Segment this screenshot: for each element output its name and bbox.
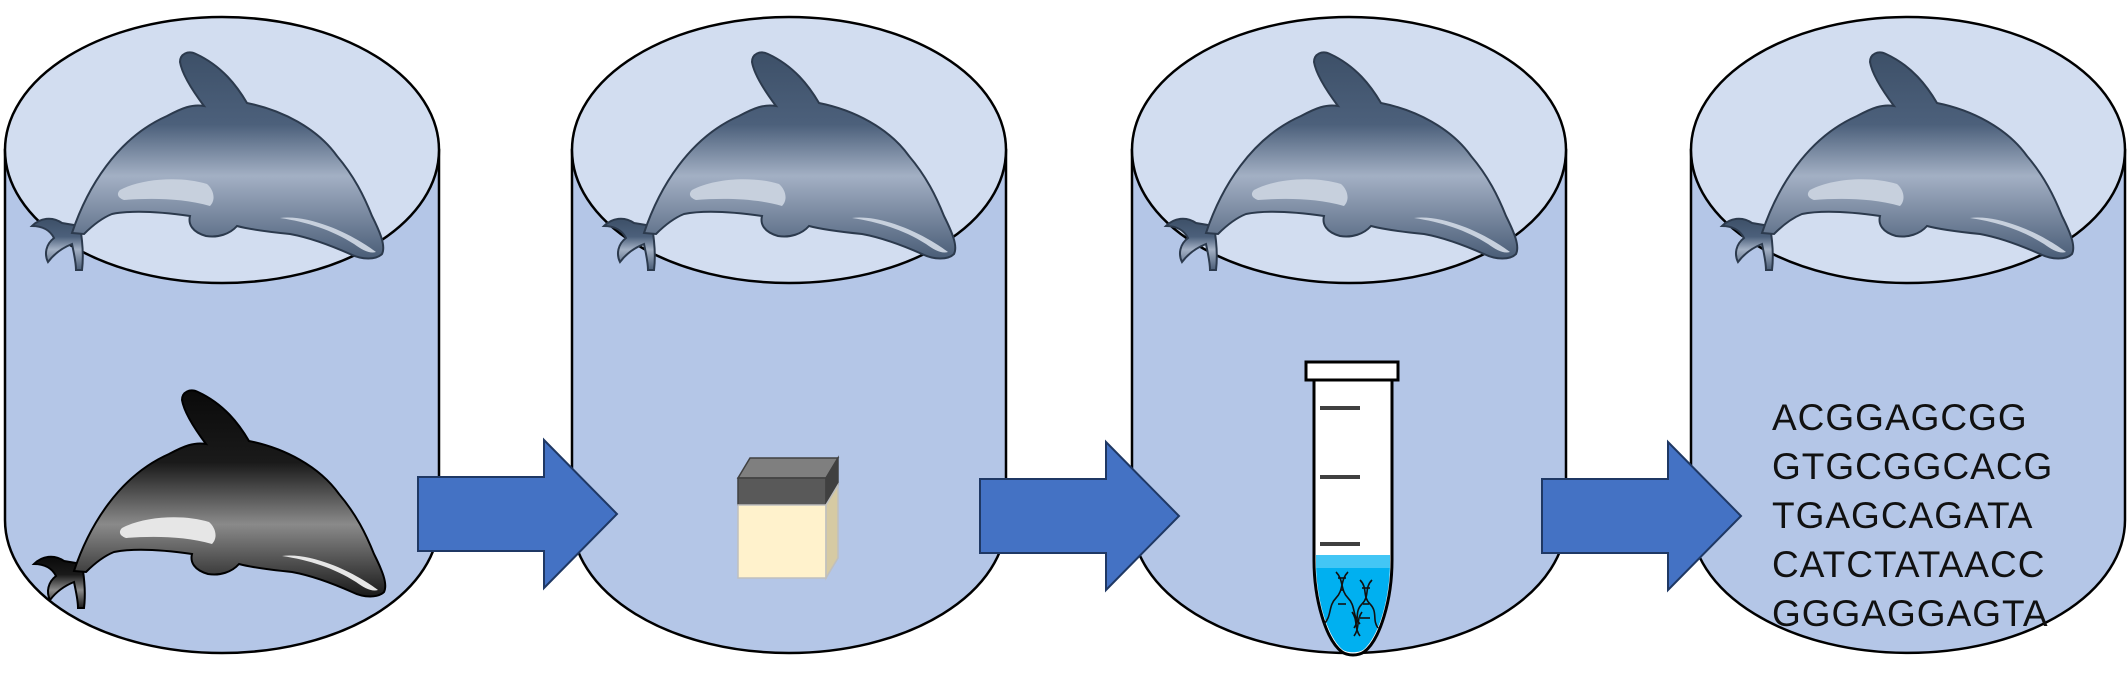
arrow-right-icon (979, 439, 1181, 593)
arrow-right-icon (1541, 439, 1743, 593)
microcentrifuge-tube-icon (1304, 360, 1400, 657)
sequence-line: GGGAGGAGTA (1772, 593, 2049, 634)
dna-helix-icon (1323, 571, 1379, 637)
sequence-line: CATCTATAACC (1772, 544, 2045, 585)
dna-sequence-block: ACGGAGCGG GTGCGGCACG TGAGCAGATA CATCTATA… (1772, 397, 2053, 634)
sequence-line: TGAGCAGATA (1772, 495, 2033, 536)
sequence-line: GTGCGGCACG (1772, 446, 2053, 487)
arrow-right-icon (417, 437, 619, 591)
tissue-block-icon (736, 455, 840, 581)
sequence-line: ACGGAGCGG (1772, 397, 2028, 438)
